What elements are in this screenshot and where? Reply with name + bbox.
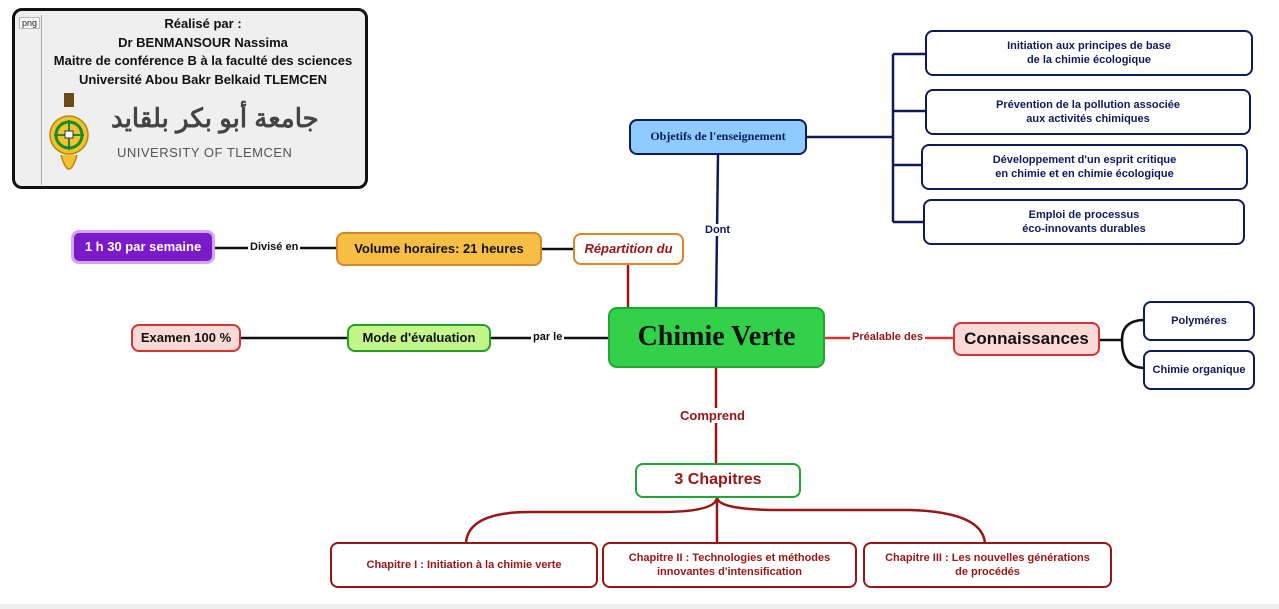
university-name-arabic: جامعة أبو بكر بلقايد (111, 103, 319, 133)
chapitre-item-1[interactable]: Chapitre I : Initiation à la chimie vert… (330, 542, 598, 588)
author-line-3: Maitre de conférence B à la faculté des … (53, 53, 353, 68)
objectif-item-2[interactable]: Prévention de la pollution associée aux … (925, 89, 1251, 135)
format-tag: png (19, 17, 41, 29)
university-name-english: UNIVERSITY OF TLEMCEN (117, 145, 293, 160)
prerequis-item-chimie-organique[interactable]: Chimie organique (1143, 350, 1255, 390)
author-line-1: Réalisé par : (164, 16, 242, 31)
university-emblem-icon (49, 93, 89, 170)
author-info: Réalisé par : Dr BENMANSOUR Nassima Mait… (45, 15, 361, 89)
author-line-2: Dr BENMANSOUR Nassima (118, 34, 288, 50)
node-examen[interactable]: Examen 100 % (131, 324, 241, 352)
author-card: png Réalisé par : Dr BENMANSOUR Nassima … (12, 8, 368, 189)
chapitre-item-2[interactable]: Chapitre II : Technologies et méthodes i… (602, 542, 857, 588)
objectif-item-3[interactable]: Développement d'un esprit critique en ch… (921, 144, 1248, 190)
node-chapitres[interactable]: 3 Chapitres (635, 463, 801, 498)
chapitre-item-3[interactable]: Chapitre III : Les nouvelles générations… (863, 542, 1112, 588)
node-connaissances[interactable]: Connaissances (953, 322, 1100, 356)
prerequis-item-polymeres[interactable]: Polyméres (1143, 301, 1255, 341)
objectif-item-1[interactable]: Initiation aux principes de base de la c… (925, 30, 1253, 76)
label-comprend: Comprend (678, 408, 747, 423)
bottom-strip (0, 604, 1279, 609)
node-mode-evaluation[interactable]: Mode d'évaluation (347, 324, 491, 352)
label-prealable-des: Préalable des (850, 331, 925, 343)
label-divise-en: Divisé en (248, 241, 301, 253)
label-dont: Dont (703, 224, 733, 236)
node-weekly-hours[interactable]: 1 h 30 par semaine (71, 230, 215, 264)
node-volume-horaire[interactable]: Volume horaires: 21 heures (336, 232, 542, 266)
node-objectifs[interactable]: Objetifs de l'enseignement (629, 119, 807, 155)
author-line-4: Université Abou Bakr Belkaid TLEMCEN (78, 71, 327, 87)
objectif-item-4[interactable]: Emploi de processus éco-innovants durabl… (923, 199, 1245, 245)
node-repartition[interactable]: Répartition du (573, 233, 684, 265)
node-central-topic[interactable]: Chimie Verte (608, 307, 825, 368)
card-divider (41, 15, 42, 185)
label-par-le: par le (531, 331, 565, 343)
